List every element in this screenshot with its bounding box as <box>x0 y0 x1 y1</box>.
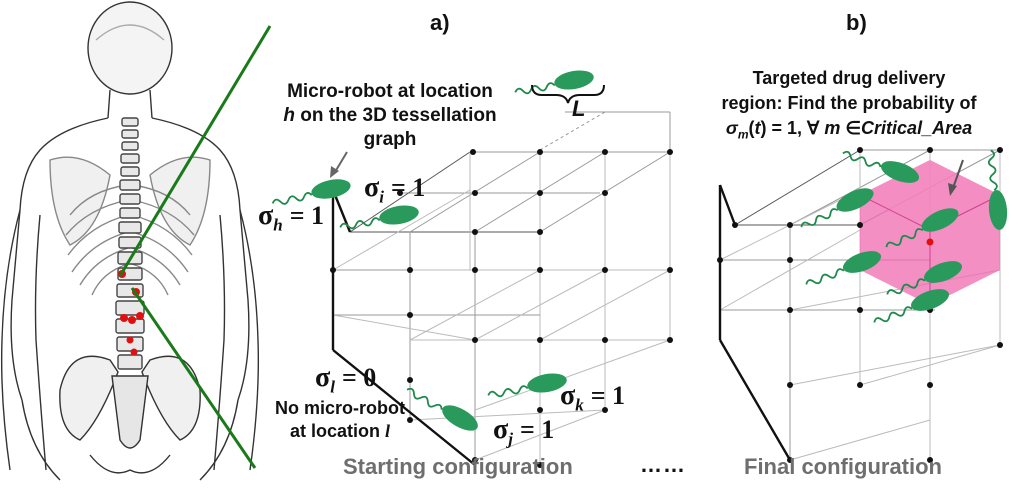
no-robot-note: No micro-robot at location l <box>240 397 440 443</box>
sigma-l-sub: l <box>330 377 335 397</box>
drug-note-line-1: Targeted drug delivery <box>752 68 946 88</box>
grid-b-nodes <box>717 147 1003 463</box>
drug-note-sub-m: m <box>737 127 749 142</box>
sigma-h-value: = 1 <box>289 201 325 230</box>
no-robot-line-2: at location l <box>240 420 440 443</box>
no-robot-line-1: No micro-robot <box>275 398 405 418</box>
grid-b-axes <box>718 184 792 461</box>
sigma-k-sub: k <box>575 395 584 415</box>
sigma-l: σl = 0 <box>315 362 377 397</box>
drug-note-var-m: m <box>824 118 841 138</box>
pointer-arrow-a <box>330 151 348 178</box>
sigma-i-value: = 1 <box>390 173 426 202</box>
human-body-illustration <box>0 1 260 481</box>
sigma-j: σj = 1 <box>493 414 555 449</box>
drug-note-paren-open: ( <box>748 118 755 138</box>
panel-b-label: b) <box>846 10 867 35</box>
sigma-i-sub: i <box>379 187 384 207</box>
critical-area-cube <box>859 160 1001 305</box>
sigma-k: σk = 1 <box>560 380 626 415</box>
grid-a-nodes <box>330 149 673 468</box>
panel-a-label: a) <box>430 10 450 35</box>
sigma-l-value: = 0 <box>341 363 377 392</box>
callout-line-upper <box>118 25 272 277</box>
final-configuration-caption: Final configuration <box>744 454 942 479</box>
sigma-h-sub: h <box>273 215 283 235</box>
pointer-arrow-b <box>948 159 964 196</box>
no-robot-line-2-text: at location <box>289 421 385 441</box>
sigma-k-value: = 1 <box>590 381 626 410</box>
callout-line-lower <box>130 287 257 469</box>
sigma-j-sub: j <box>508 429 513 449</box>
sigma-i: σi = 1 <box>364 172 426 207</box>
ellipsis-separator: …… <box>640 452 686 477</box>
drug-note-forall: ) = 1, ∀ <box>760 118 825 138</box>
no-robot-var-l: l <box>385 421 391 441</box>
length-label: L <box>572 96 586 121</box>
drug-note-line-2: region: Find the probability of <box>721 93 977 113</box>
drug-note-in: ∈ <box>840 118 862 138</box>
robot-note-rest: on the 3D tessellation <box>294 105 497 126</box>
sigma-j-value: = 1 <box>519 415 555 444</box>
sigma-h: σh = 1 <box>258 200 325 235</box>
grid-b <box>719 149 1001 461</box>
grid-a <box>332 111 671 465</box>
drug-delivery-note: Targeted drug delivery region: Find the … <box>684 66 1014 148</box>
drug-note-line-3: σm(t) = 1, ∀ m ∈Critical_Area <box>684 116 1014 148</box>
robot-note-line-3: graph <box>363 129 417 150</box>
robot-note-var-h: h <box>283 105 295 126</box>
drug-note-var-t: t <box>754 118 761 138</box>
drug-note-critical-area: Critical_Area <box>861 118 973 138</box>
robot-note-line-2: h on the 3D tessellation <box>245 104 535 128</box>
drug-note-sigma: σ <box>725 118 738 138</box>
robot-location-note: Micro-robot at location h on the 3D tess… <box>245 80 535 152</box>
length-brace <box>531 84 605 104</box>
robot-note-line-1: Micro-robot at location <box>287 81 493 102</box>
starting-configuration-caption: Starting configuration <box>343 454 573 479</box>
